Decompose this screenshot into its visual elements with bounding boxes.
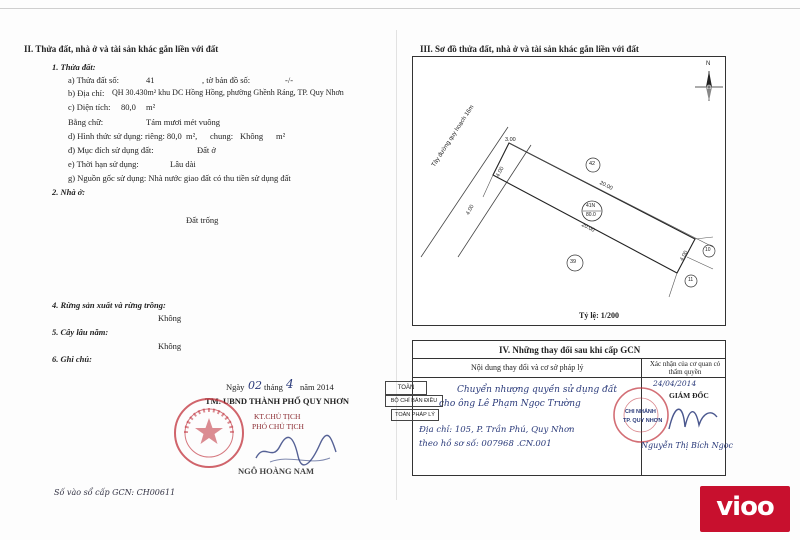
stamp-box-1: TOÀN — [385, 381, 427, 395]
director-title: GIÁM ĐỐC — [669, 391, 709, 400]
term-value: Lâu dài — [170, 159, 196, 169]
page-center-fold — [396, 30, 397, 500]
house-heading: 2. Nhà ở: — [52, 187, 86, 197]
date-month-label: tháng — [264, 382, 283, 392]
section2-title: II. Thửa đất, nhà ở và tài sản khác gắn … — [24, 44, 219, 54]
usage-form-unit1: m², — [186, 131, 198, 141]
map-sheet-label: , tờ bản đồ số: — [202, 75, 251, 85]
section3-title: III. Sơ đồ thửa đất, nhà ở và tài sản kh… — [420, 44, 639, 54]
branch-seal-icon — [613, 387, 669, 443]
area-unit: m² — [146, 102, 156, 112]
approve-date: 24/04/2014 — [653, 379, 697, 388]
purpose-value: Đất ở — [197, 145, 216, 155]
director-name: Nguyễn Thị Bích Ngọc — [641, 441, 734, 450]
area-words-label: Bằng chữ: — [68, 117, 104, 127]
kt-title: KT.CHỦ TỊCH — [254, 412, 301, 421]
note-heading: 6. Ghi chú: — [52, 354, 92, 364]
forest-heading: 4. Rừng sản xuất và rừng trồng: — [52, 300, 166, 310]
address-label: b) Địa chỉ: — [68, 88, 105, 98]
house-value: Đất trống — [186, 215, 219, 225]
city-seal-icon — [174, 398, 244, 468]
parcel-right-number-2: 11 — [688, 277, 694, 283]
stamp-box-3: TOÀN PHÁP LÝ — [391, 409, 439, 421]
usage-form-label: d) Hình thức sử dụng: riêng: 80,0 — [68, 131, 182, 141]
table-subheader-line — [413, 377, 725, 378]
area-label: c) Diện tích: — [68, 102, 111, 112]
usage-form-unit2: m² — [276, 131, 286, 141]
date-prefix: Ngày — [226, 382, 245, 392]
vioo-logo: vioo — [700, 486, 790, 532]
vice-chairman-signature-icon — [255, 434, 337, 466]
parcel-right-number-1: 10 — [705, 247, 711, 253]
date-month: 4 — [286, 377, 294, 391]
purpose-label: đ) Mục đích sử dụng đất: — [68, 145, 154, 155]
parcel-number-value: 41 — [146, 75, 155, 85]
seal-text-2: TP. QUY NHƠN — [623, 418, 663, 424]
page-top-edge — [0, 8, 800, 9]
vice-title: PHÓ CHỦ TỊCH — [252, 422, 304, 431]
map-sheet-value: -/- — [285, 75, 294, 85]
date-day: 02 — [248, 379, 262, 392]
col2-header-1: Xác nhận của cơ quan có thẩm quyền — [649, 360, 721, 376]
vioo-logo-text: vioo — [716, 492, 775, 522]
table-col-divider — [641, 358, 642, 475]
section4-title: IV. Những thay đổi sau khi cấp GCN — [499, 345, 641, 355]
change-line-1: Chuyển nhượng quyền sử dụng đất — [457, 385, 617, 395]
authority-title: TM. UBND THÀNH PHỐ QUY NHƠN — [205, 396, 350, 406]
scale-label: Tỷ lệ: 1/200 — [579, 311, 619, 320]
parcel-map-drawing — [420, 71, 723, 298]
parcel-diagram: Tây đường quy hoạch 16m 3.00 4.00 4.00 2… — [412, 56, 726, 326]
dim-top: 3.00 — [505, 137, 516, 143]
table-header-line — [413, 358, 725, 359]
changes-table: IV. Những thay đổi sau khi cấp GCN Nội d… — [385, 340, 733, 476]
forest-value: Không — [158, 313, 182, 323]
area-value: 80,0 — [121, 102, 136, 112]
origin-text: g) Nguồn gốc sử dụng: Nhà nước giao đất … — [68, 173, 291, 183]
north-label: N — [706, 61, 711, 67]
tree-heading: 5. Cây lâu năm: — [52, 327, 109, 337]
issue-number: Số vào sổ cấp GCN: CH00611 — [54, 488, 176, 497]
stamp-box-2: BỘ CHỈ BẢN ĐIỀU — [385, 395, 443, 407]
land-heading: 1. Thửa đất: — [52, 62, 96, 72]
tree-value: Không — [158, 341, 182, 351]
term-label: e) Thời hạn sử dụng: — [68, 159, 139, 169]
change-line-4: theo hồ sơ số: 007968 .CN.001 — [419, 439, 552, 449]
col1-header: Nội dung thay đổi và cơ sở pháp lý — [471, 363, 584, 372]
area-words-value: Tám mươi mét vuông — [146, 117, 221, 127]
parcel-number-label: a) Thửa đất số: — [68, 75, 119, 85]
director-signature-icon — [668, 408, 718, 430]
address-value: QH 30.430m² khu DC Hồng Hồng, phường Ghề… — [112, 88, 344, 97]
change-line-2: cho ông Lê Phạm Ngọc Trường — [439, 399, 581, 409]
parcel-bottom-number: 39 — [570, 259, 577, 265]
change-line-3: Địa chỉ: 105, P. Trần Phú, Quy Nhơn — [419, 425, 575, 435]
usage-form-common-label: chung: — [210, 131, 234, 141]
parcel-center-number: 41N — [586, 203, 596, 209]
parcel-top-number: 42 — [589, 161, 596, 167]
north-arrow-icon — [695, 71, 723, 101]
seal-text-1: CHI NHÁNH — [625, 409, 656, 415]
usage-form-common-value: Không — [240, 131, 264, 141]
signer-name: NGÔ HOÀNG NAM — [238, 466, 315, 476]
date-year: năm 2014 — [300, 382, 334, 392]
parcel-center-area: 80.0 — [586, 212, 596, 218]
